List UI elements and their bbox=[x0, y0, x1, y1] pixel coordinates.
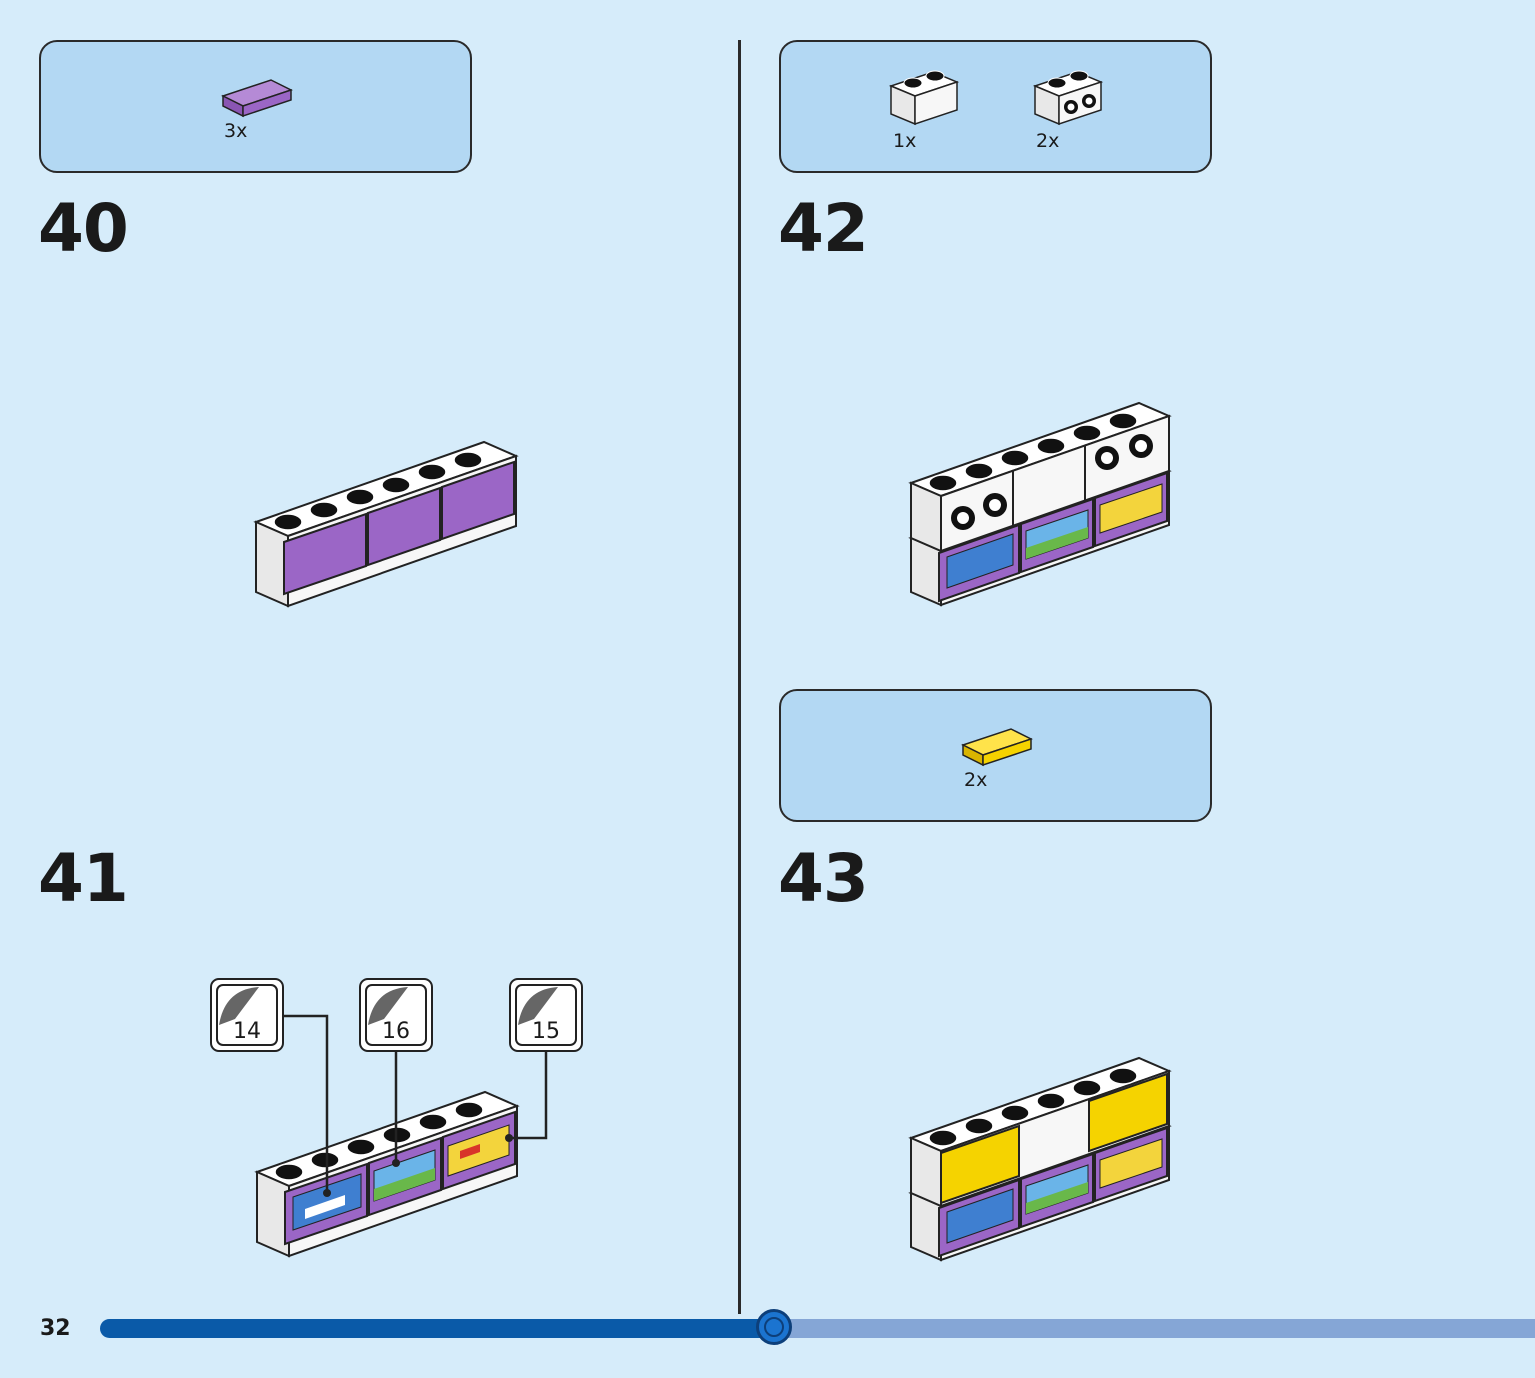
parts-box-step-43: 2x bbox=[779, 689, 1212, 822]
step-number-42: 42 bbox=[778, 190, 869, 267]
page-divider bbox=[738, 40, 741, 1314]
progress-bar-remaining bbox=[776, 1319, 1535, 1338]
parts-box-step-40: 3x bbox=[39, 40, 472, 173]
step-number-41: 41 bbox=[38, 840, 129, 917]
part-quantity: 3x bbox=[224, 120, 248, 142]
assembly-step-41: 14 16 15 bbox=[210, 978, 583, 1258]
progress-indicator bbox=[756, 1309, 792, 1345]
sticker-callout-15: 15 bbox=[509, 978, 583, 1052]
step-number-43: 43 bbox=[778, 840, 869, 917]
assembly-step-40 bbox=[253, 440, 519, 608]
sticker-callout-14: 14 bbox=[210, 978, 284, 1052]
step-number-40: 40 bbox=[38, 190, 129, 267]
assembly-step-43 bbox=[908, 1056, 1172, 1262]
white-brick-icon bbox=[888, 70, 960, 126]
sticker-callout-16: 16 bbox=[359, 978, 433, 1052]
yellow-tile-icon bbox=[961, 728, 1033, 767]
part-quantity: 2x bbox=[964, 769, 988, 791]
page-number: 32 bbox=[40, 1316, 71, 1341]
purple-tile-icon bbox=[221, 79, 293, 118]
sticker-number-15: 15 bbox=[532, 1019, 560, 1044]
assembly-step-42 bbox=[908, 401, 1172, 607]
sticker-number-16: 16 bbox=[382, 1019, 410, 1044]
part-quantity: 2x bbox=[1036, 130, 1060, 152]
progress-bar-completed bbox=[100, 1319, 776, 1338]
parts-box-step-42: 1x 2x bbox=[779, 40, 1212, 173]
part-quantity: 1x bbox=[893, 130, 917, 152]
white-brick-side-studs-icon bbox=[1032, 70, 1104, 126]
sticker-number-14: 14 bbox=[233, 1019, 261, 1044]
